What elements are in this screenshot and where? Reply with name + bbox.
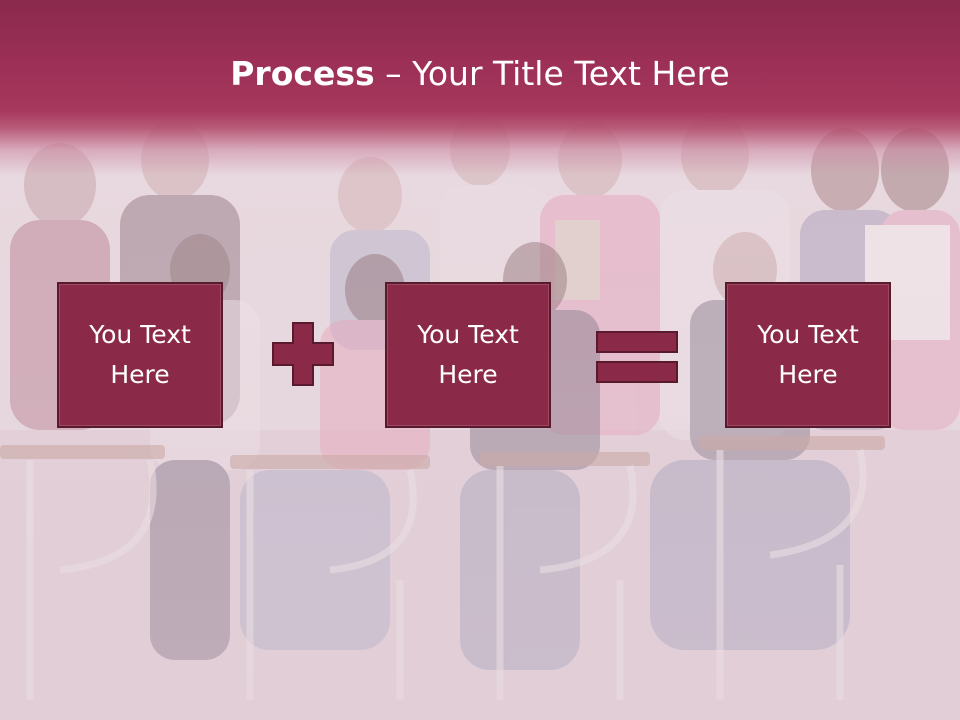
equals-icon — [596, 331, 678, 383]
title-bold: Process — [230, 54, 375, 93]
box-3-line-1: You Text — [757, 320, 859, 349]
box-1-line-2: Here — [110, 360, 170, 389]
process-box-1[interactable]: You Text Here — [57, 282, 223, 428]
slide-title[interactable]: Process – Your Title Text Here — [0, 52, 960, 96]
title-rest: – Your Title Text Here — [374, 54, 730, 93]
plus-icon — [272, 322, 334, 386]
box-2-line-1: You Text — [417, 320, 519, 349]
process-box-3[interactable]: You Text Here — [725, 282, 891, 428]
box-1-line-1: You Text — [89, 320, 191, 349]
title-bar — [0, 0, 960, 175]
process-box-2[interactable]: You Text Here — [385, 282, 551, 428]
box-2-line-2: Here — [438, 360, 498, 389]
box-3-line-2: Here — [778, 360, 838, 389]
